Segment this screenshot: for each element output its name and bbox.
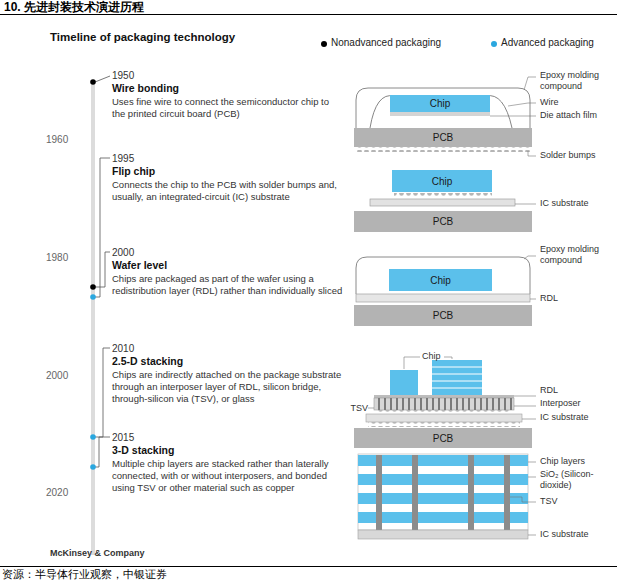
leader-line xyxy=(368,357,536,419)
part-label: Interposer xyxy=(540,398,614,409)
stacking-2-5d-figure xyxy=(366,360,522,427)
part-label: Chip layers xyxy=(540,456,614,467)
part-label: Die attach film xyxy=(540,110,614,121)
entry-year: 2000 xyxy=(112,247,192,260)
pcb-board: PCB xyxy=(354,305,532,326)
part-label: RDL xyxy=(540,293,614,304)
entry-heading: 3-D stacking xyxy=(112,444,332,457)
stacking-3d-figure xyxy=(358,454,528,539)
axis-year: 1980 xyxy=(46,252,86,265)
part-label: IC substrate xyxy=(540,529,614,540)
frame-line xyxy=(0,566,617,567)
chip-box: Chip xyxy=(389,269,492,291)
source-caption: 资源：半导体行业观察，中银证券 xyxy=(2,568,602,582)
part-label: IC substrate xyxy=(540,412,614,423)
part-label: Solder bumps xyxy=(540,150,614,161)
entry-description: Multiple chip layers are stacked rather … xyxy=(112,458,344,494)
node-text: Chip xyxy=(430,275,451,286)
node-text: PCB xyxy=(433,216,454,227)
chip-box: Chip xyxy=(390,95,490,112)
part-label: IC substrate xyxy=(540,198,614,209)
pcb-board: PCB xyxy=(354,211,532,232)
axis-year: 2000 xyxy=(46,370,86,383)
entry-description: Connects the chip to the PCB with solder… xyxy=(112,179,344,203)
source-credit: McKinsey & Company xyxy=(50,548,250,559)
entry-heading: Wafer level xyxy=(112,259,332,272)
node-text: Chip xyxy=(432,176,453,187)
leader-line xyxy=(510,462,536,535)
timeline-dot xyxy=(90,464,96,470)
node-text: PCB xyxy=(433,433,454,444)
timeline-bracket xyxy=(95,76,110,467)
entry-description: Uses fine wire to connect the semiconduc… xyxy=(112,96,344,120)
part-label: Epoxy molding compound xyxy=(540,70,614,93)
part-label: Epoxy molding compound xyxy=(540,244,614,267)
part-label: TSV xyxy=(540,496,614,507)
legend-text: Nonadvanced packaging xyxy=(331,37,451,50)
entry-year: 2015 xyxy=(112,432,192,445)
part-label: Wire xyxy=(540,97,614,108)
timeline-dot xyxy=(90,284,96,290)
frame-line xyxy=(0,14,617,15)
wafer-level-figure xyxy=(356,257,530,302)
axis-year: 1960 xyxy=(46,134,86,147)
pcb-board: PCB xyxy=(354,128,532,147)
part-label: RDL xyxy=(540,385,614,396)
pcb-board: PCB xyxy=(354,428,532,448)
entry-heading: 2.5-D stacking xyxy=(112,355,332,368)
node-text: Chip xyxy=(430,98,451,109)
axis-year: 2020 xyxy=(46,487,86,500)
timeline-bar xyxy=(91,80,95,555)
entry-year: 2010 xyxy=(112,343,192,356)
legend-swatch xyxy=(321,41,327,47)
legend-text: Advanced packaging xyxy=(501,37,617,50)
timeline-dot xyxy=(90,434,96,440)
chip-box: Chip xyxy=(392,170,492,192)
entry-heading: Flip chip xyxy=(112,165,332,178)
entry-year: 1950 xyxy=(112,70,192,83)
entry-year: 1995 xyxy=(112,153,192,166)
timeline-dot xyxy=(90,294,96,300)
part-label: Chip xyxy=(422,351,462,362)
part-label: TSV xyxy=(346,403,368,414)
node-text: PCB xyxy=(433,132,454,143)
node-text: PCB xyxy=(433,310,454,321)
entry-heading: Wire bonding xyxy=(112,82,332,95)
leader-line xyxy=(515,204,536,205)
flip-chip-figure xyxy=(370,193,515,206)
entry-description: Chips are packaged as part of the wafer … xyxy=(112,273,344,297)
timeline-dot xyxy=(90,79,96,85)
chart-title: Timeline of packaging technology xyxy=(50,30,310,44)
part-label: SiO₂ (Silicon-dioxide) xyxy=(540,469,614,492)
leader-line xyxy=(524,256,536,299)
legend-swatch xyxy=(491,41,497,47)
figure-header: 10. 先进封装技术演进历程 xyxy=(4,0,404,15)
entry-description: Chips are indirectly attached on the pac… xyxy=(112,369,344,405)
